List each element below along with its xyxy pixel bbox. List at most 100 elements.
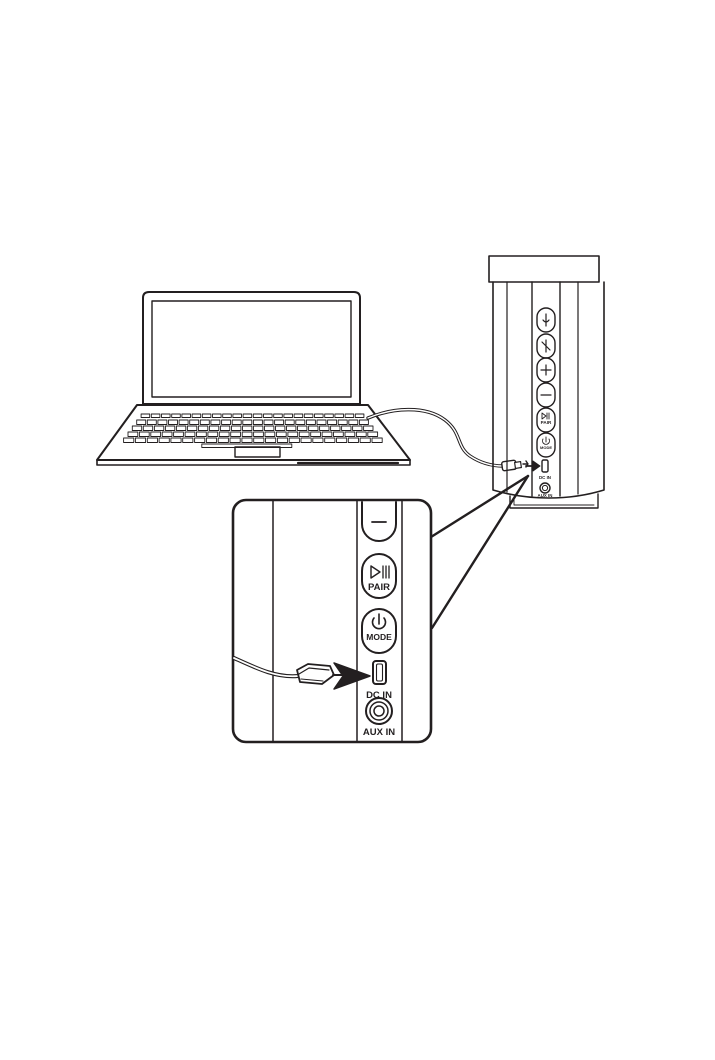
keyboard-key [219,432,229,437]
keyboard-key [338,420,347,425]
keyboard-key [266,438,276,443]
keyboard-key [154,426,163,431]
keyboard-key [345,432,355,437]
keyboard-key [360,438,370,443]
keyboard-key [206,438,216,443]
keyboard-key [349,420,358,425]
speaker-mode-label: MODE [540,445,552,450]
dc-in-port[interactable] [542,460,548,472]
laptop-icon [97,292,410,465]
keyboard-key [128,432,138,437]
keyboard-key [243,426,252,431]
keyboard-key [182,414,191,418]
keyboard-key [254,438,264,443]
keyboard-key [171,438,181,443]
keyboard-key [243,414,252,418]
keyboard-key [317,420,326,425]
keyboard-key [172,414,181,418]
keyboard-key [264,414,273,418]
keyboard-key [289,438,299,443]
keyboard-key [165,426,174,431]
keyboard-key [195,438,205,443]
keyboard-key [315,414,324,418]
keyboard-key [265,426,274,431]
keyboard-key [294,414,303,418]
speaker-dc-in-label: DC IN [539,475,551,480]
keyboard-key [328,420,337,425]
keyboard-key [209,426,218,431]
keyboard-key [231,432,241,437]
keyboard-key [275,420,284,425]
keyboard-key [197,432,207,437]
keyboard-key [147,438,157,443]
keyboard-key [220,426,229,431]
zoomed-detail-panel [233,500,431,742]
keyboard-key [151,414,160,418]
keyboard-key [190,420,199,425]
keyboard-key [276,426,285,431]
keyboard-key [137,420,146,425]
keyboard-key [254,432,264,437]
keyboard-key [355,414,364,418]
keyboard-key [356,432,366,437]
keyboard-key [253,420,262,425]
keyboard-key [337,438,347,443]
keyboard-key [218,438,228,443]
keyboard-key [274,414,283,418]
keyboard-key [296,420,305,425]
keyboard-key [325,438,335,443]
keyboard-key [299,432,309,437]
keyboard-key [222,420,231,425]
keyboard-key [309,426,318,431]
keyboard [124,414,383,448]
keyboard-key [243,420,252,425]
keyboard-key [162,414,171,418]
keyboard-key [285,420,294,425]
keyboard-key [198,426,207,431]
keyboard-key [288,432,298,437]
keyboard-key [353,426,362,431]
keyboard-key [139,432,149,437]
usb-cable-icon [368,410,528,471]
keyboard-key [185,432,195,437]
keyboard-key [311,432,321,437]
keyboard-key [232,426,241,431]
keyboard-key [176,426,185,431]
keyboard-key [143,426,152,431]
keyboard-key [345,414,354,418]
keyboard-key [364,426,373,431]
keyboard-key [211,420,220,425]
keyboard-key [242,432,252,437]
keyboard-key [313,438,323,443]
zoom-line-bottom [432,476,528,628]
zoom-line-top [431,476,528,537]
keyboard-key [298,426,307,431]
keyboard-key [287,426,296,431]
keyboard-key [325,414,334,418]
aux-in-port[interactable] [540,483,550,493]
keyboard-key [147,420,156,425]
keyboard-key [284,414,293,418]
keyboard-key [232,420,241,425]
keyboard-key [264,420,273,425]
keyboard-key [141,414,150,418]
keyboard-key [162,432,172,437]
keyboard-key [213,414,222,418]
keyboard-key [223,414,232,418]
keyboard-key [372,438,382,443]
keyboard-key [342,426,351,431]
keyboard-key [200,420,209,425]
keyboard-key [254,426,263,431]
keyboard-key [202,414,211,418]
keyboard-key [359,420,368,425]
keyboard-key [276,432,286,437]
keyboard-key [208,432,218,437]
keyboard-key [304,414,313,418]
keyboard-key [159,438,169,443]
keyboard-key [124,438,134,443]
keyboard-key [174,432,184,437]
keyboard-key [306,420,315,425]
speaker-pair-label: PAIR [541,420,552,425]
